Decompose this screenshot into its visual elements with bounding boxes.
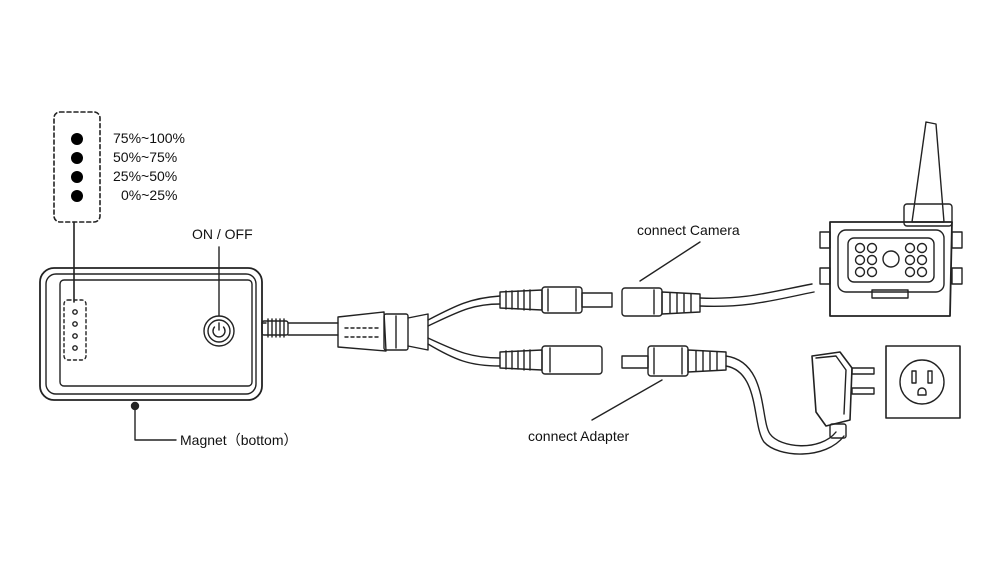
battery-indicator-legend-box [53,111,101,303]
magnet-leader [130,401,177,441]
power-button [203,315,235,347]
battery-pack [39,246,263,441]
connect-camera-leader-line [639,241,701,282]
battery-led-indicators [63,299,87,361]
indicator-dot-icon [71,133,83,145]
camera-branch-cable [427,295,501,327]
wall-outlet [885,345,961,419]
power-adapter [811,351,875,439]
camera-ir-leds [854,242,928,278]
connect-adapter-leader-line [591,379,663,421]
adapter-branch-cable [427,337,501,367]
y-splitter [337,311,429,352]
on-off-label: ON / OFF [192,226,253,242]
camera-cable-connector [621,241,815,317]
adapter-cable-connector [591,345,845,455]
indicator-dot-icon [71,190,83,202]
camera-side-male-plug [499,286,613,314]
indicator-dot-icon [71,171,83,183]
connect-camera-label: connect Camera [637,222,740,238]
main-cable [261,318,339,338]
connect-adapter-label: connect Adapter [528,428,630,444]
adapter-side-female-plug [499,345,603,375]
indicator-dot-icon [71,152,83,164]
wireless-camera [819,121,963,317]
magnet-label: Magnet（bottom） [180,432,298,448]
